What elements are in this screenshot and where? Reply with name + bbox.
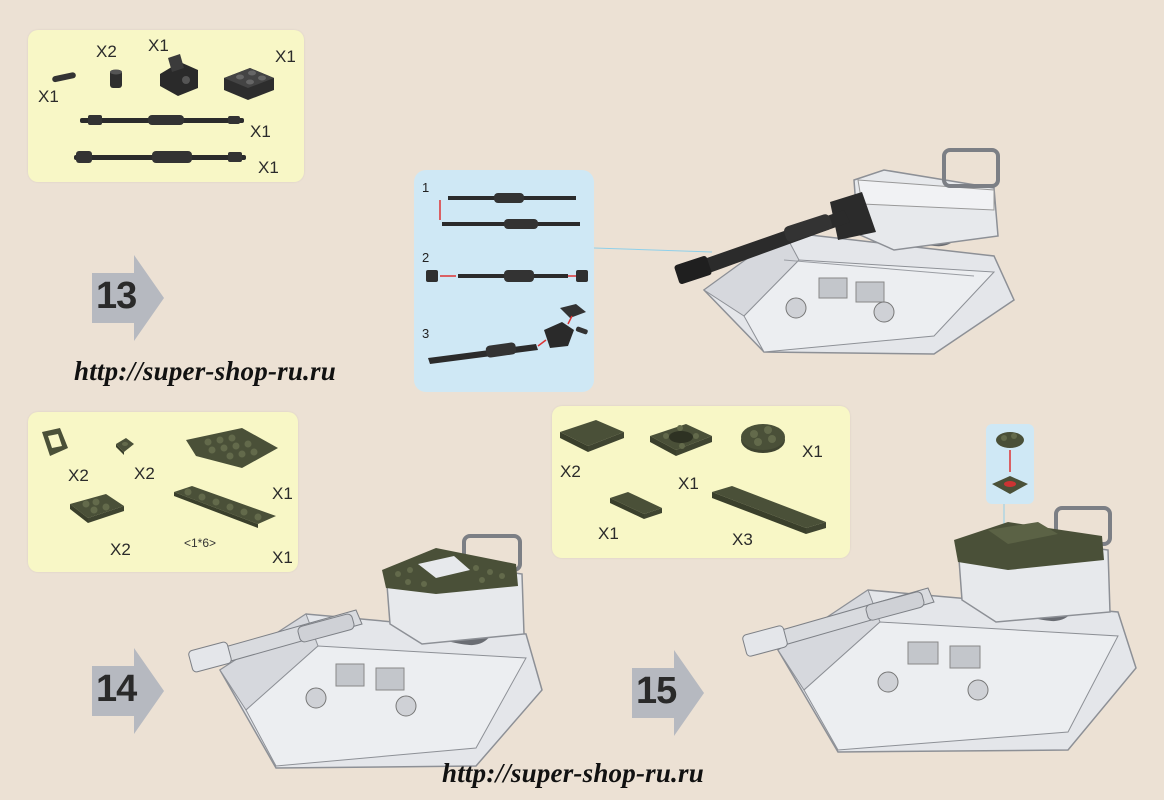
qty-tile-long-15: X3 <box>732 530 753 549</box>
wedge-plate-part-icon <box>186 428 278 468</box>
sub-step-1: 1 <box>422 180 430 195</box>
qty-plate-13: X1 <box>275 47 296 66</box>
step-arrow-icon <box>92 255 164 341</box>
pin-part-icon <box>52 72 76 83</box>
tile-2x2-part-icon <box>560 420 624 452</box>
tile-1x2-part-icon <box>610 492 662 519</box>
qty-barrel-a: X1 <box>250 122 271 141</box>
qty-bracket-13: X1 <box>148 36 169 55</box>
parts-panel-step-14: X2 X2 X1 X2 <1*6> X1 <box>28 412 298 572</box>
round-plate-part-icon <box>741 424 785 453</box>
tank-model-step-14 <box>188 534 543 769</box>
qty-bush: X2 <box>96 42 117 61</box>
tank-model-step-13 <box>594 148 1015 355</box>
sub-assembly-panel-13: 1 2 3 <box>414 170 594 392</box>
step-15-number: 15 <box>636 670 677 712</box>
sub-step-2: 2 <box>422 250 430 265</box>
tile-1x1-part-icon <box>116 438 134 455</box>
barrel-assembly-3-icon <box>428 304 588 364</box>
plate-1x6-part-icon <box>174 486 276 528</box>
barrel-assembly-2-icon <box>426 270 588 282</box>
qty-tile-2x2-15: X2 <box>560 462 581 481</box>
step-14-number: 14 <box>96 668 137 710</box>
plate-part-icon <box>224 68 274 100</box>
tank-model-step-15 <box>742 504 1137 753</box>
step-13-number: 13 <box>96 275 137 317</box>
step-14-arrow: 14 <box>92 648 164 734</box>
watermark-url-top: http://super-shop-ru.ru <box>74 356 336 386</box>
bush-part-icon <box>110 69 122 88</box>
label-1x6: <1*6> <box>184 536 217 550</box>
step-15-arrow: 15 <box>632 650 704 736</box>
qty-round-15: X1 <box>802 442 823 461</box>
qty-tile-1x2-15: X1 <box>598 524 619 543</box>
barrel-a-part-icon <box>80 115 244 125</box>
qty-turntable-15: X1 <box>678 474 699 493</box>
qty-pin: X1 <box>38 87 59 106</box>
qty-tile-14: X2 <box>134 464 155 483</box>
qty-bracket-14: X2 <box>68 466 89 485</box>
step-arrow-icon <box>632 650 704 736</box>
sub-step-3: 3 <box>422 326 430 341</box>
watermark-url-bottom: http://super-shop-ru.ru <box>442 758 704 788</box>
step-arrow-icon <box>92 648 164 734</box>
barrel-b-part-icon <box>74 151 246 163</box>
bracket-part-icon <box>160 54 198 96</box>
qty-barrel-b: X1 <box>258 158 279 177</box>
bracket-1x2-part-icon <box>42 428 68 456</box>
qty-plate-1x6-14: X1 <box>272 548 293 567</box>
parts-panel-step-13: X1 X2 X1 X1 X1 X1 <box>28 30 304 182</box>
sub-assembly-panel-15 <box>986 424 1034 504</box>
qty-wedge-14: X1 <box>272 484 293 503</box>
turret-cap-assembly-icon <box>992 432 1028 494</box>
parts-panel-step-15: X2 X1 X1 X1 X3 <box>552 406 850 558</box>
step-13-arrow: 13 <box>92 255 164 341</box>
barrel-assembly-1-icon <box>439 193 580 229</box>
tile-long-part-icon <box>712 486 826 534</box>
turntable-part-icon <box>650 424 712 456</box>
plate-1x2-part-icon <box>70 494 124 523</box>
qty-plate-1x2-14: X2 <box>110 540 131 559</box>
